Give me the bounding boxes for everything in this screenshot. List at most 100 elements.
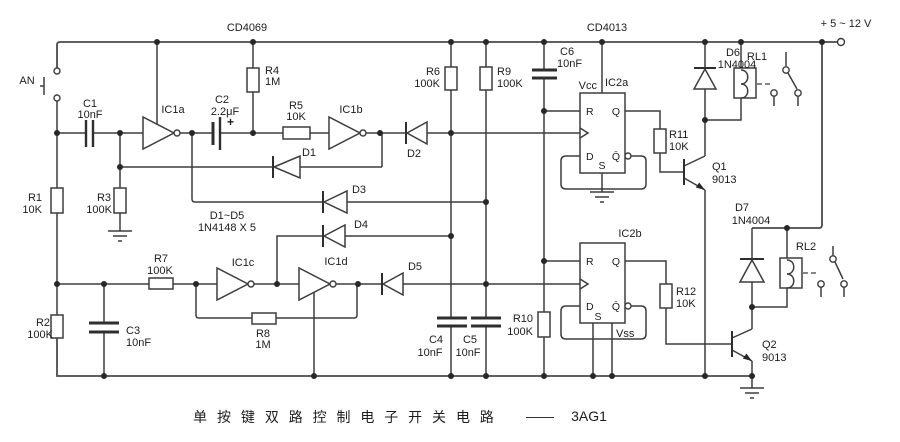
diode-d6-symbol	[692, 67, 718, 90]
label-rl2: RL2	[796, 241, 816, 253]
label-c4-name: C4	[429, 334, 443, 346]
caption-tube-type: 3AG1	[571, 408, 607, 424]
relay-rl1-symbol	[733, 66, 802, 99]
label-c2-value: 2.2μF	[211, 106, 240, 118]
bottom-ground-rail	[56, 338, 752, 377]
diode-d5-symbol	[381, 271, 404, 297]
resistor-r8-symbol	[251, 312, 277, 325]
label-ic1c: IC1c	[232, 257, 255, 269]
capacitor-c4-symbol	[437, 316, 467, 328]
label-r8-value: 1M	[255, 339, 270, 351]
inverter-ic1a-symbol	[142, 115, 181, 151]
top-power-rail	[56, 41, 837, 68]
pin-ic2a-d: D	[586, 151, 594, 163]
label-q1-name: Q1	[712, 161, 727, 173]
relay-rl2-symbol	[779, 255, 848, 289]
label-r9-value: 100K	[497, 78, 523, 90]
resistor-r12-symbol	[659, 283, 673, 309]
chip-label-cd4069: CD4069	[227, 22, 267, 34]
junction-dots	[54, 39, 825, 379]
label-d1: D1	[302, 147, 316, 159]
label-c1-value: 10nF	[77, 109, 102, 121]
label-ic2a-vcc: Vcc	[579, 80, 598, 92]
inverter-ic1c-symbol	[216, 266, 255, 302]
label-r12-name: R12	[676, 286, 696, 298]
pin-ic2b-qbar: Q̄	[612, 300, 620, 313]
label-r6-name: R6	[426, 66, 440, 78]
label-r4-name: R4	[265, 65, 279, 77]
pin-ic2b-s: S	[594, 311, 601, 323]
label-r2-value: 100K	[27, 329, 53, 341]
label-diode-group-1: D1~D5	[210, 210, 245, 222]
label-d7-type: 1N4004	[732, 215, 771, 227]
power-terminal	[836, 37, 846, 47]
label-rl1: RL1	[747, 51, 767, 63]
capacitor-c6-symbol	[532, 68, 557, 80]
transistor-q1-symbol	[683, 159, 705, 190]
label-r6-value: 100K	[414, 78, 440, 90]
diode-d1-symbol	[272, 154, 301, 180]
pin-ic2b-r: R	[586, 256, 594, 268]
chip-label-cd4013: CD4013	[587, 22, 627, 34]
label-c4-value: 10nF	[417, 347, 442, 359]
label-ic1b: IC1b	[339, 104, 362, 116]
label-ic1a: IC1a	[161, 104, 185, 116]
label-c1-name: C1	[83, 98, 97, 110]
label-q2-type: 9013	[762, 352, 786, 364]
diode-d4-symbol	[322, 223, 346, 249]
pin-ic2a-qbar: Q̄	[612, 150, 620, 163]
inverter-ic1b-symbol	[328, 115, 367, 151]
label-q2-name: Q2	[762, 339, 777, 351]
label-d6-type: 1N4004	[718, 59, 757, 71]
button-label: AN	[19, 75, 34, 87]
label-r3-name: R3	[97, 192, 111, 204]
flipflop-ic2a-symbol	[579, 92, 632, 174]
resistor-r10-symbol	[537, 311, 551, 338]
pin-ic2a-s: S	[598, 160, 605, 172]
capacitor-c3-symbol	[89, 321, 119, 334]
resistor-r6-symbol	[444, 66, 458, 91]
diode-d3-symbol	[322, 189, 348, 215]
label-d3: D3	[352, 184, 366, 196]
pin-ic2b-q: Q	[612, 256, 620, 268]
label-r10-name: R10	[513, 313, 533, 325]
label-r11-name: R11	[669, 129, 688, 141]
label-r1-value: 10K	[22, 204, 42, 216]
label-ic2b: IC2b	[618, 228, 641, 240]
resistor-r3-symbol	[113, 187, 127, 214]
label-r4-value: 1M	[265, 76, 280, 88]
label-r5-name: R5	[289, 100, 303, 112]
label-ic2a: IC2a	[605, 77, 629, 89]
label-c3-name: C3	[126, 325, 140, 337]
label-c2-name: C2	[215, 94, 229, 106]
diode-d2-symbol	[405, 120, 428, 146]
label-r7-value: 100K	[147, 265, 173, 277]
component-layer	[50, 37, 848, 399]
label-r9-name: R9	[497, 66, 511, 78]
pin-ic2a-q: Q	[612, 106, 620, 118]
label-d2: D2	[407, 148, 421, 160]
ground-symbol-ic2a	[590, 191, 614, 203]
resistor-r4-symbol	[246, 67, 260, 93]
right-power-rail	[752, 42, 823, 229]
capacitor-c2-symbol	[211, 117, 222, 150]
label-c5-name: C5	[463, 334, 477, 346]
capacitor-c1-symbol	[84, 120, 95, 147]
resistor-r11-symbol	[653, 128, 667, 154]
pin-ic2a-r: R	[586, 106, 594, 118]
label-c6-value: 10nF	[557, 58, 582, 70]
label-r12-value: 10K	[676, 298, 696, 310]
inverter-ic1d-symbol	[298, 266, 337, 302]
diode-d7-symbol	[738, 258, 766, 283]
label-r2-name: R2	[36, 317, 50, 329]
label-r3-value: 100K	[86, 204, 112, 216]
pushbutton-symbol	[53, 67, 61, 102]
label-c2-polarity: +	[227, 115, 234, 129]
ground-symbol-r3	[108, 230, 132, 242]
label-c6-name: C6	[560, 46, 574, 58]
flipflop-ic2b-symbol	[579, 242, 632, 324]
label-diode-group-2: 1N4148 X 5	[198, 222, 256, 234]
label-d5: D5	[408, 261, 422, 273]
caption-separator: ——	[526, 408, 554, 424]
label-d4: D4	[354, 219, 368, 231]
